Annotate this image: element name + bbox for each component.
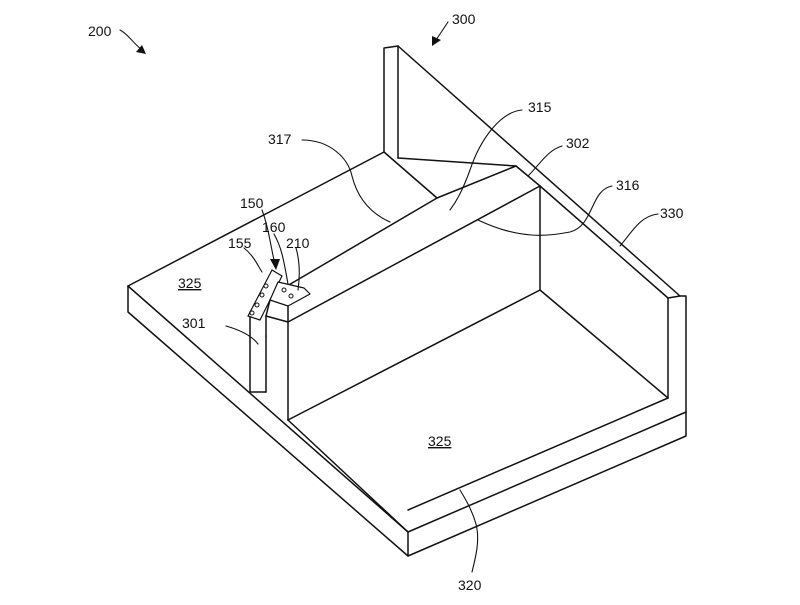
label-300: 300 [452, 11, 476, 27]
hinge-hole [249, 310, 255, 316]
divider-strip [269, 165, 541, 323]
arrow-head-icon [136, 45, 146, 54]
label-330: 330 [660, 205, 684, 221]
label-155: 155 [228, 235, 252, 251]
hinge-assembly [247, 269, 311, 323]
arrow-head-icon [270, 259, 280, 270]
hinge-hole [263, 283, 269, 289]
base-slab [127, 285, 687, 557]
label-317: 317 [268, 131, 292, 147]
inner-pocket [287, 185, 669, 533]
label-302: 302 [566, 135, 590, 151]
hinge-hole [281, 287, 287, 293]
post-301 [249, 311, 267, 393]
hinge-hole [288, 293, 294, 299]
leader-lines [119, 21, 659, 573]
arrow-head-icon [432, 36, 441, 46]
label-200: 200 [88, 23, 112, 39]
label-325-lower: 325 [428, 433, 452, 449]
label-210: 210 [286, 235, 310, 251]
hinge-hole [254, 302, 260, 308]
label-301: 301 [182, 315, 206, 331]
label-325-upper: 325 [178, 275, 202, 291]
label-320: 320 [458, 577, 482, 593]
upper-platform [127, 151, 438, 287]
hinge-hole [259, 292, 265, 298]
label-150: 150 [240, 195, 264, 211]
reference-labels: 200 300 315 302 317 316 330 150 160 210 … [88, 11, 684, 593]
label-160: 160 [262, 219, 286, 235]
hinge-plate [247, 269, 283, 321]
label-316: 316 [616, 177, 640, 193]
label-315: 315 [528, 99, 552, 115]
